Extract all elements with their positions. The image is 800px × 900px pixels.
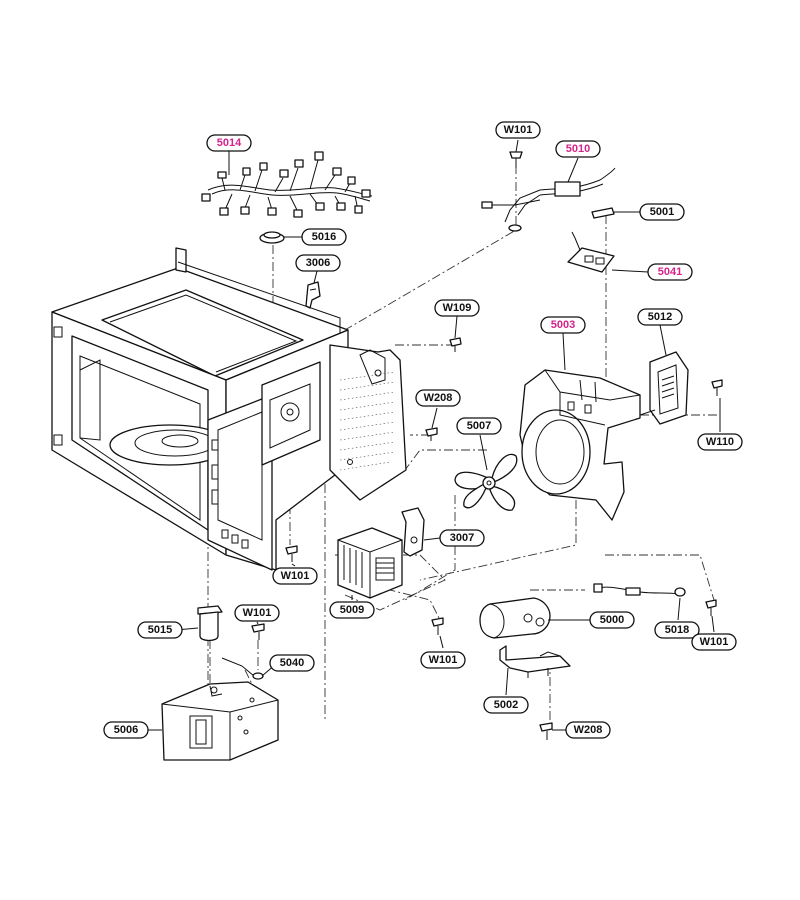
svg-text:3006: 3006: [306, 257, 330, 269]
svg-text:5009: 5009: [340, 604, 364, 616]
svg-text:5018: 5018: [665, 624, 689, 636]
callout-label: W101: [234, 604, 280, 622]
svg-text:W101: W101: [504, 124, 533, 136]
bracket-3006: [305, 281, 321, 309]
callout-label: W208: [415, 389, 461, 407]
svg-text:W101: W101: [281, 570, 310, 582]
callout-label: 5006: [103, 721, 149, 739]
screw-w208-upper: [425, 427, 438, 441]
svg-text:W101: W101: [243, 607, 272, 619]
svg-text:5015: 5015: [148, 624, 172, 636]
svg-text:W109: W109: [443, 302, 472, 314]
screw-w101-top: [509, 151, 523, 168]
callout-label: 5000: [589, 611, 635, 629]
screw-w101-cabinet: [285, 545, 298, 562]
screw-w110: [711, 379, 723, 396]
thermostat-5016: [259, 231, 285, 244]
callout-label: 5018: [654, 621, 700, 639]
svg-text:W101: W101: [700, 636, 729, 648]
power-cord-5010: [481, 167, 616, 232]
callout-label: 5007: [456, 417, 502, 435]
wire-harness-5014: [201, 151, 373, 218]
svg-text:W101: W101: [429, 654, 458, 666]
svg-text:5002: 5002: [494, 699, 518, 711]
svg-text:5041: 5041: [658, 266, 682, 278]
noise-filter-board-5041: [567, 231, 615, 273]
callout-label: W101: [691, 633, 737, 651]
screw-w109: [449, 337, 462, 352]
callout-label: 5001: [639, 203, 685, 221]
capacitor-5000: [479, 597, 551, 639]
transformer-5009: [337, 527, 403, 599]
fan-blade-5007: [454, 453, 518, 511]
svg-text:5000: 5000: [600, 614, 624, 626]
svg-text:5007: 5007: [467, 420, 491, 432]
callout-label: 5041: [647, 263, 693, 281]
svg-text:5006: 5006: [114, 724, 138, 736]
callout-label: 3007: [439, 529, 485, 547]
screw-w101-transformer: [431, 617, 444, 635]
callout-label: W110: [697, 433, 743, 451]
svg-text:5001: 5001: [650, 206, 674, 218]
svg-text:5016: 5016: [312, 231, 336, 243]
callout-label: W101: [420, 651, 466, 669]
svg-text:5014: 5014: [217, 137, 242, 149]
callout-label: 5016: [301, 228, 347, 246]
callout-label: W101: [272, 567, 318, 585]
callout-label: 5010: [555, 140, 601, 158]
callout-label: 5009: [329, 601, 375, 619]
base-assembly-5006: [161, 681, 279, 761]
screw-w101-right: [705, 599, 717, 616]
bracket-3007: [401, 507, 425, 557]
lamp-5015: [197, 605, 223, 642]
microwave-cavity-5006-frame: [51, 247, 349, 571]
svg-text:5010: 5010: [566, 143, 590, 155]
callout-label: 5014: [206, 134, 252, 152]
fan-motor-5012: [639, 351, 689, 425]
callout-label: 5015: [137, 621, 183, 639]
fuse-5001: [591, 207, 615, 219]
svg-text:5012: 5012: [648, 311, 672, 323]
svg-text:W208: W208: [574, 724, 603, 736]
callout-label: 3006: [295, 254, 341, 272]
svg-text:5003: 5003: [551, 319, 575, 331]
back-panel: [329, 344, 407, 501]
callout-label: 5040: [269, 654, 315, 672]
diode-5018: [593, 583, 686, 597]
callout-label: W109: [434, 299, 480, 317]
callout-label: 5002: [483, 696, 529, 714]
callout-label: W101: [495, 121, 541, 139]
svg-text:W110: W110: [706, 436, 734, 448]
screw-w208-lower: [539, 722, 553, 740]
callout-label: 5012: [637, 308, 683, 326]
part-callouts: 5014 5016 3006 W101 5010 5001 5041 W109 …: [103, 121, 743, 739]
svg-text:5040: 5040: [280, 657, 304, 669]
svg-text:3007: 3007: [450, 532, 474, 544]
svg-text:W208: W208: [424, 392, 453, 404]
callout-label: 5003: [540, 316, 586, 334]
fan-duct-5003: [519, 369, 641, 521]
screw-w101-lower-left: [251, 623, 265, 640]
wire-5040: [221, 657, 264, 680]
capacitor-bracket-5002: [499, 645, 571, 678]
leader-lines: [148, 139, 721, 731]
callout-label: W208: [565, 721, 611, 739]
